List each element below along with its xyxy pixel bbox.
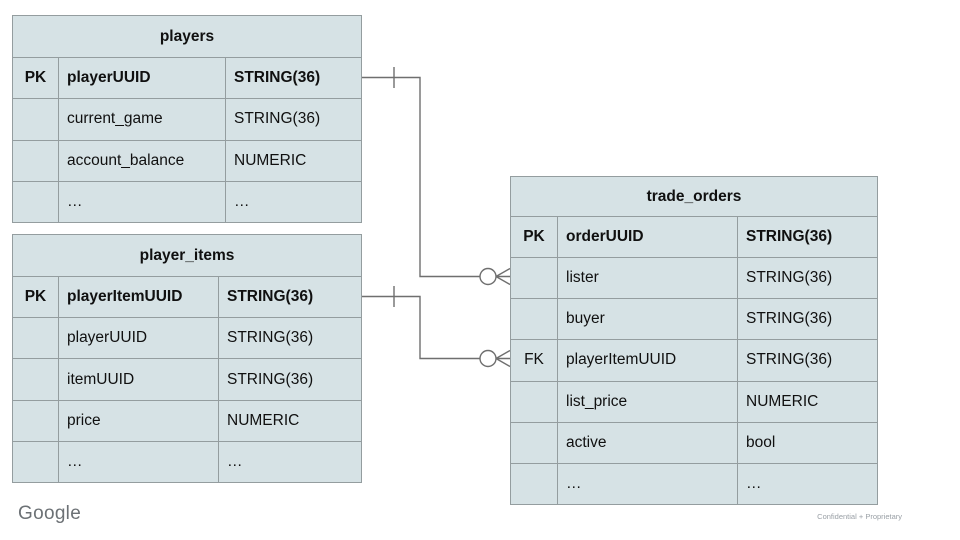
field-type-cell: NUMERIC <box>234 151 307 169</box>
key-cell <box>13 99 59 140</box>
field-type-cell: STRING(36) <box>227 329 314 347</box>
table-row: playerUUID STRING(36) <box>13 318 361 360</box>
field-type-cell: NUMERIC <box>227 411 300 429</box>
key-cell <box>13 318 59 359</box>
key-cell <box>13 181 59 222</box>
connector-line <box>362 76 480 278</box>
field-name-cell: … <box>59 441 219 483</box>
field-type-cell: NUMERIC <box>746 392 819 410</box>
table-row: itemUUID STRING(36) <box>13 359 361 401</box>
field-name-cell: … <box>558 463 738 504</box>
key-cell <box>511 381 558 422</box>
table-row: active bool <box>511 422 877 464</box>
key-cell <box>511 422 558 463</box>
pk-cell: PK <box>13 277 59 318</box>
field-type-cell: STRING(36) <box>227 288 314 306</box>
field-type-cell: bool <box>746 433 776 451</box>
cardinality-zero-circle <box>479 349 497 368</box>
table-row: account_balance NUMERIC <box>13 140 361 182</box>
table-row: price NUMERIC <box>13 400 361 442</box>
field-type-cell: STRING(36) <box>234 69 321 87</box>
cardinality-many-crowfoot <box>495 267 511 286</box>
table-title: trade_orders <box>511 177 877 217</box>
table-row: buyer STRING(36) <box>511 299 877 341</box>
fk-cell: FK <box>511 340 558 381</box>
field-type-cell: STRING(36) <box>227 370 314 388</box>
field-name-cell: playerItemUUID <box>558 340 738 381</box>
field-name-cell: buyer <box>558 299 738 340</box>
table-row: FK playerItemUUID STRING(36) <box>511 340 877 382</box>
connector-players-to-trade-orders <box>362 67 511 286</box>
key-cell <box>13 359 59 400</box>
connector-line <box>362 295 480 360</box>
key-cell <box>13 400 59 441</box>
cardinality-zero-circle <box>479 267 497 286</box>
field-name-cell: playerUUID <box>59 58 226 99</box>
field-name-cell: list_price <box>558 381 738 422</box>
key-cell <box>511 299 558 340</box>
key-cell <box>13 441 59 483</box>
table-row: list_price NUMERIC <box>511 381 877 423</box>
field-name-cell: current_game <box>59 99 226 140</box>
table-row: PK orderUUID STRING(36) <box>511 217 877 259</box>
field-name-cell: playerItemUUID <box>59 277 219 318</box>
table-row: current_game STRING(36) <box>13 99 361 141</box>
entity-table-players: players PK playerUUID STRING(36) current… <box>12 15 362 223</box>
field-name-cell: active <box>558 422 738 463</box>
key-cell <box>511 258 558 299</box>
field-type-cell: … <box>234 192 250 210</box>
field-type-cell: STRING(36) <box>746 269 833 287</box>
table-row: lister STRING(36) <box>511 258 877 300</box>
field-name-cell: account_balance <box>59 140 226 181</box>
key-cell <box>13 140 59 181</box>
field-name-cell: orderUUID <box>558 217 738 258</box>
connector-player-items-to-trade-orders <box>362 286 511 368</box>
field-name-cell: price <box>59 400 219 441</box>
table-row: … … <box>13 181 361 222</box>
table-row: … … <box>511 463 877 504</box>
table-row: … … <box>13 441 361 483</box>
table-row: PK playerUUID STRING(36) <box>13 58 361 100</box>
field-type-cell: STRING(36) <box>234 110 321 128</box>
field-type-cell: STRING(36) <box>746 310 833 328</box>
field-name-cell: lister <box>558 258 738 299</box>
pk-cell: PK <box>13 58 59 99</box>
confidential-note: Confidential + Proprietary <box>817 512 902 521</box>
cardinality-many-crowfoot <box>495 349 511 368</box>
pk-cell: PK <box>511 217 558 258</box>
field-name-cell: … <box>59 181 226 222</box>
entity-table-player-items: player_items PK playerItemUUID STRING(36… <box>12 234 362 483</box>
field-name-cell: itemUUID <box>59 359 219 400</box>
field-type-cell: STRING(36) <box>746 228 833 246</box>
google-logo: Google <box>18 503 82 524</box>
table-row: PK playerItemUUID STRING(36) <box>13 277 361 319</box>
field-type-cell: STRING(36) <box>746 351 833 369</box>
entity-table-trade-orders: trade_orders PK orderUUID STRING(36) lis… <box>510 176 878 505</box>
field-type-cell: … <box>746 474 762 492</box>
field-name-cell: playerUUID <box>59 318 219 359</box>
table-title: players <box>13 16 361 58</box>
table-title: player_items <box>13 235 361 277</box>
key-cell <box>511 463 558 504</box>
field-type-cell: … <box>227 452 243 470</box>
